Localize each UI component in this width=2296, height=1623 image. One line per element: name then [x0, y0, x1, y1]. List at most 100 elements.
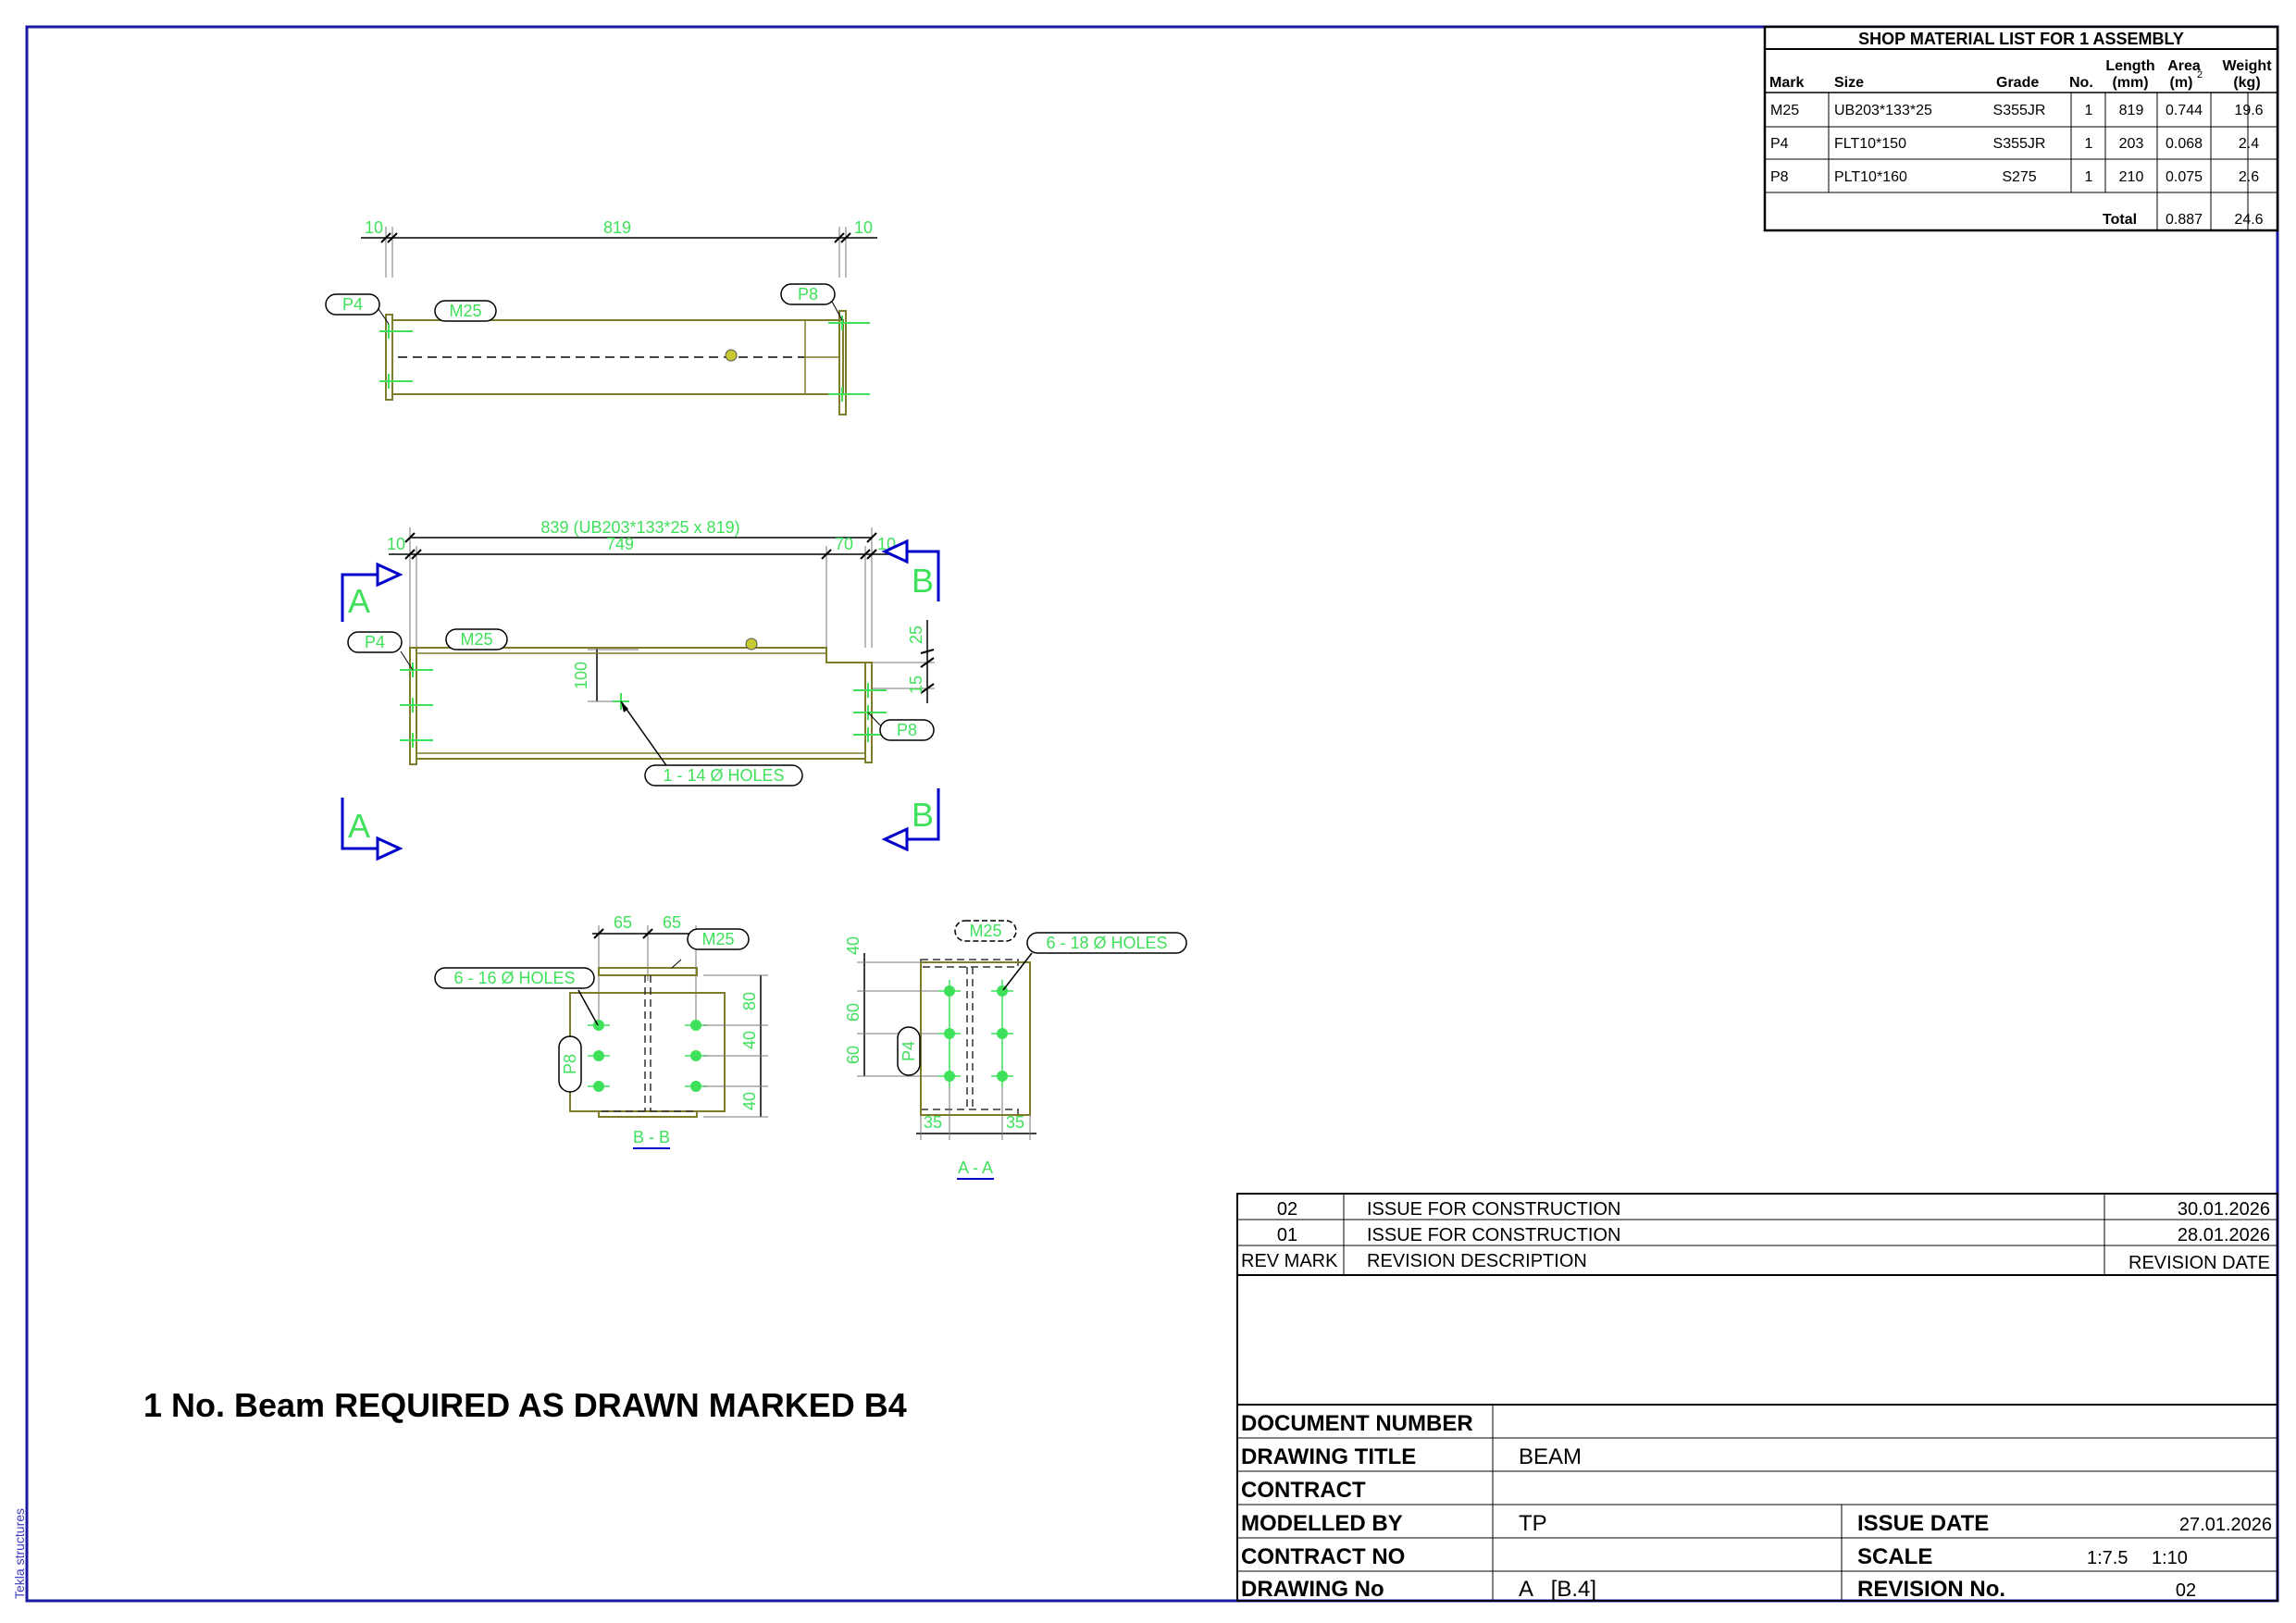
side-view: 839 (UB203*133*25 x 819) 10 749 70 10 25…	[341, 518, 940, 861]
section-label-a: A	[348, 582, 370, 620]
assembly-note: 1 No. Beam REQUIRED AS DRAWN MARKED B4	[143, 1386, 907, 1424]
scale-label: SCALE	[1857, 1544, 1932, 1569]
section-arrow-b-top	[881, 539, 940, 601]
revision-no-label: REVISION No.	[1857, 1577, 2005, 1602]
drawing-title: BEAM	[1519, 1444, 1582, 1469]
revision-table: 02 ISSUE FOR CONSTRUCTION 30.01.2026 01 …	[1236, 1193, 2278, 1602]
top-view: 10 819 10 P4 M25 P8	[325, 218, 877, 415]
document-number-label: DOCUMENT NUMBER	[1241, 1411, 1473, 1436]
row-length: 819	[2119, 103, 2144, 118]
issue-date-label: ISSUE DATE	[1857, 1511, 1989, 1536]
label-p8: P8	[897, 721, 917, 739]
shop-material-list: SHOP MATERIAL LIST FOR 1 ASSEMBLY Mark S…	[1763, 25, 2279, 232]
sheet-border	[25, 25, 2279, 1603]
row-area: 0.075	[2166, 169, 2203, 185]
section-title: A - A	[958, 1158, 993, 1177]
section-arrow-a-bottom	[341, 798, 403, 861]
row-mark: P4	[1770, 136, 1789, 152]
modelled-by: TP	[1519, 1511, 1547, 1536]
section-arrow-b-bottom	[881, 788, 940, 852]
row-mark: M25	[1770, 103, 1799, 118]
label-p4: P4	[365, 633, 385, 651]
label-m25: M25	[701, 930, 734, 948]
label-m25: M25	[460, 630, 492, 649]
row-grade: S355JR	[1993, 103, 2046, 118]
label-m25: M25	[449, 302, 481, 320]
scale-1: 1:7.5	[2087, 1548, 2128, 1568]
row-area: 0.744	[2166, 103, 2203, 118]
dim-25: 25	[907, 626, 925, 644]
dim-80: 80	[740, 992, 759, 1010]
material-list-title: SHOP MATERIAL LIST FOR 1 ASSEMBLY	[1858, 30, 2184, 48]
dim-70: 70	[835, 535, 853, 553]
row-mark: P8	[1770, 169, 1789, 185]
total-label: Total	[2103, 212, 2137, 228]
section-label-b: B	[912, 796, 934, 834]
rev-description: ISSUE FOR CONSTRUCTION	[1367, 1199, 1620, 1220]
total-weight: 24.6	[2234, 212, 2263, 228]
row-size: FLT10*150	[1834, 136, 1906, 152]
row-no: 1	[2085, 136, 2093, 152]
section-arrow-a-top	[341, 562, 403, 622]
software-label: Tekla structures	[12, 1508, 27, 1599]
rev-header-mark: REV MARK	[1241, 1251, 1338, 1271]
dim-100: 100	[572, 662, 590, 689]
hole-note: 1 - 14 Ø HOLES	[663, 766, 784, 785]
rev-date: 30.01.2026	[2178, 1199, 2270, 1220]
header-area-2: (m)	[2170, 75, 2193, 91]
header-mark: Mark	[1769, 75, 1804, 91]
label-p8: P8	[798, 285, 818, 304]
rev-mark: 01	[1277, 1225, 1297, 1245]
row-weight: 2.6	[2239, 169, 2259, 185]
label-p8: P8	[561, 1054, 579, 1074]
label-p4: P4	[342, 295, 363, 314]
scale-2: 1:10	[2152, 1548, 2188, 1568]
row-grade: S275	[2002, 169, 2036, 185]
row-size: UB203*133*25	[1834, 103, 1932, 118]
label-p4: P4	[900, 1041, 918, 1061]
dim-65-right: 65	[663, 913, 681, 932]
header-weight-1: Weight	[2222, 58, 2272, 74]
label-m25: M25	[969, 922, 1001, 940]
dim-10-left: 10	[387, 535, 405, 553]
issue-date: 27.01.2026	[2179, 1515, 2272, 1535]
header-size: Size	[1834, 75, 1864, 91]
row-no: 1	[2085, 169, 2093, 185]
drawing-title-label: DRAWING TITLE	[1241, 1444, 1416, 1469]
title-block: DOCUMENT NUMBER DRAWING TITLE BEAM CONTR…	[1237, 1404, 2277, 1602]
dim-65-left: 65	[614, 913, 632, 932]
dim-35-left: 35	[924, 1113, 942, 1132]
dim-749: 749	[606, 535, 634, 553]
header-weight-2: (kg)	[2233, 75, 2260, 91]
rev-date: 28.01.2026	[2178, 1225, 2270, 1245]
row-length: 203	[2119, 136, 2144, 152]
row-length: 210	[2119, 169, 2144, 185]
total-area: 0.887	[2166, 212, 2203, 228]
section-title: B - B	[633, 1128, 670, 1146]
header-no: No.	[2069, 75, 2093, 91]
header-area-1: Area	[2167, 58, 2201, 74]
header-area-sup: 2	[2197, 69, 2203, 81]
row-weight: 19.6	[2234, 103, 2263, 118]
section-label-a: A	[348, 807, 370, 845]
hole-note: 6 - 16 Ø HOLES	[453, 969, 575, 987]
rev-header-date: REVISION DATE	[2128, 1253, 2270, 1273]
row-grade: S355JR	[1993, 136, 2046, 152]
hole-note: 6 - 18 Ø HOLES	[1046, 934, 1167, 952]
header-length-2: (mm)	[2112, 75, 2148, 91]
row-weight: 2.4	[2239, 136, 2259, 152]
header-length-1: Length	[2105, 58, 2154, 74]
row-no: 1	[2085, 103, 2093, 118]
section-label-b: B	[912, 562, 934, 600]
dim-40: 40	[740, 1031, 759, 1049]
dim-15: 15	[907, 675, 925, 694]
rev-header-description: REVISION DESCRIPTION	[1367, 1251, 1587, 1271]
drawing-no: A [B.4]	[1519, 1577, 1596, 1602]
header-grade: Grade	[1996, 75, 2039, 91]
section-bb: 65 65 80 40 40 M25	[434, 913, 768, 1149]
dim-10-right: 10	[854, 218, 873, 237]
rev-mark: 02	[1277, 1199, 1297, 1220]
rev-description: ISSUE FOR CONSTRUCTION	[1367, 1225, 1620, 1245]
modelled-by-label: MODELLED BY	[1241, 1511, 1403, 1536]
